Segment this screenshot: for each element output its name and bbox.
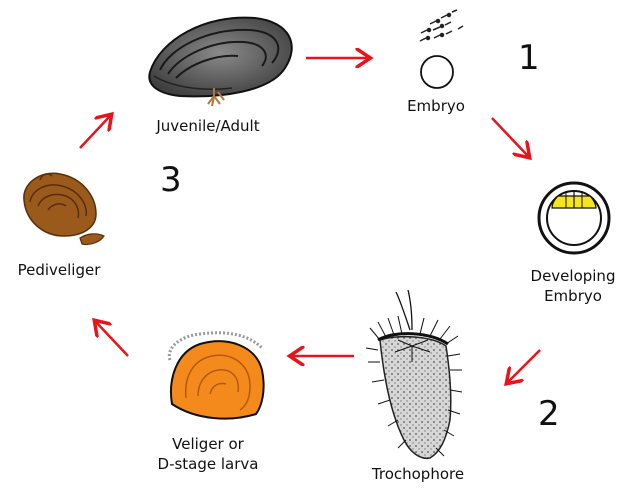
- arrow-developing-to-trochophore: [508, 350, 540, 382]
- trochophore-illustration: [366, 290, 462, 458]
- arrow-pediveliger-to-adult: [80, 116, 110, 148]
- pediveliger-illustration: [24, 173, 104, 244]
- embryo-illustration: [421, 56, 453, 88]
- label-juvenile-adult: Juvenile/Adult: [138, 116, 278, 136]
- step-number-2: 2: [538, 396, 560, 432]
- label-veliger-line1: Veliger or: [148, 434, 268, 454]
- adult-mussel-illustration: [149, 18, 291, 106]
- label-developing-line2: Embryo: [518, 286, 628, 306]
- step-number-3: 3: [160, 162, 182, 198]
- arrow-embryo-to-developing: [492, 118, 528, 156]
- veliger-illustration: [169, 333, 263, 419]
- developing-embryo-illustration: [539, 183, 609, 253]
- label-embryo: Embryo: [386, 96, 486, 116]
- label-trochophore: Trochophore: [358, 464, 478, 484]
- label-veliger-line2: D-stage larva: [148, 454, 268, 474]
- sperm-illustration: [420, 10, 463, 41]
- label-developing-line1: Developing: [518, 266, 628, 286]
- label-pediveliger: Pediveliger: [4, 260, 114, 280]
- arrow-veliger-to-pediveliger: [96, 322, 128, 356]
- step-number-1: 1: [518, 40, 540, 76]
